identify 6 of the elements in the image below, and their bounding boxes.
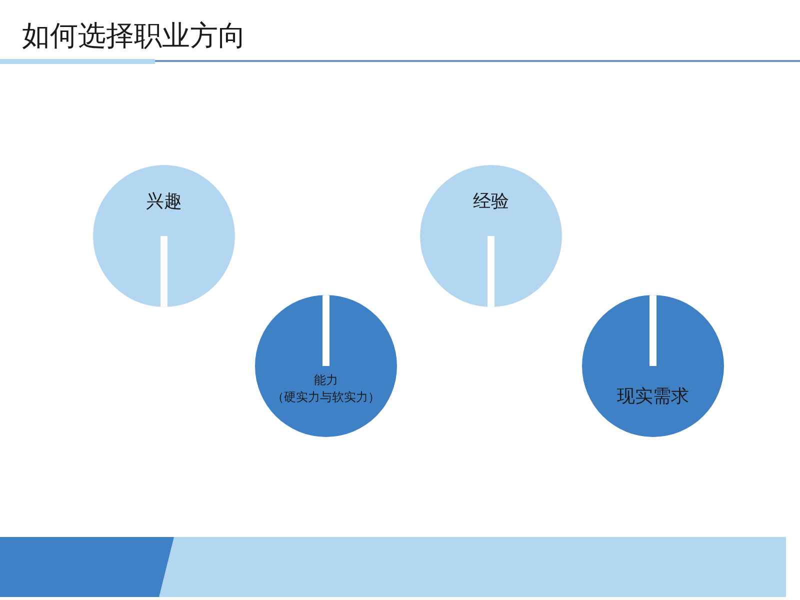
circle-label: 现实需求 (617, 385, 689, 409)
slide-title: 如何选择职业方向 (22, 18, 246, 54)
circle-label: 兴趣 (146, 190, 182, 214)
circle-label: （硬实力与软实力） (272, 389, 380, 406)
circle-label: 能力 (314, 372, 338, 389)
circle-label: 经验 (473, 190, 509, 214)
